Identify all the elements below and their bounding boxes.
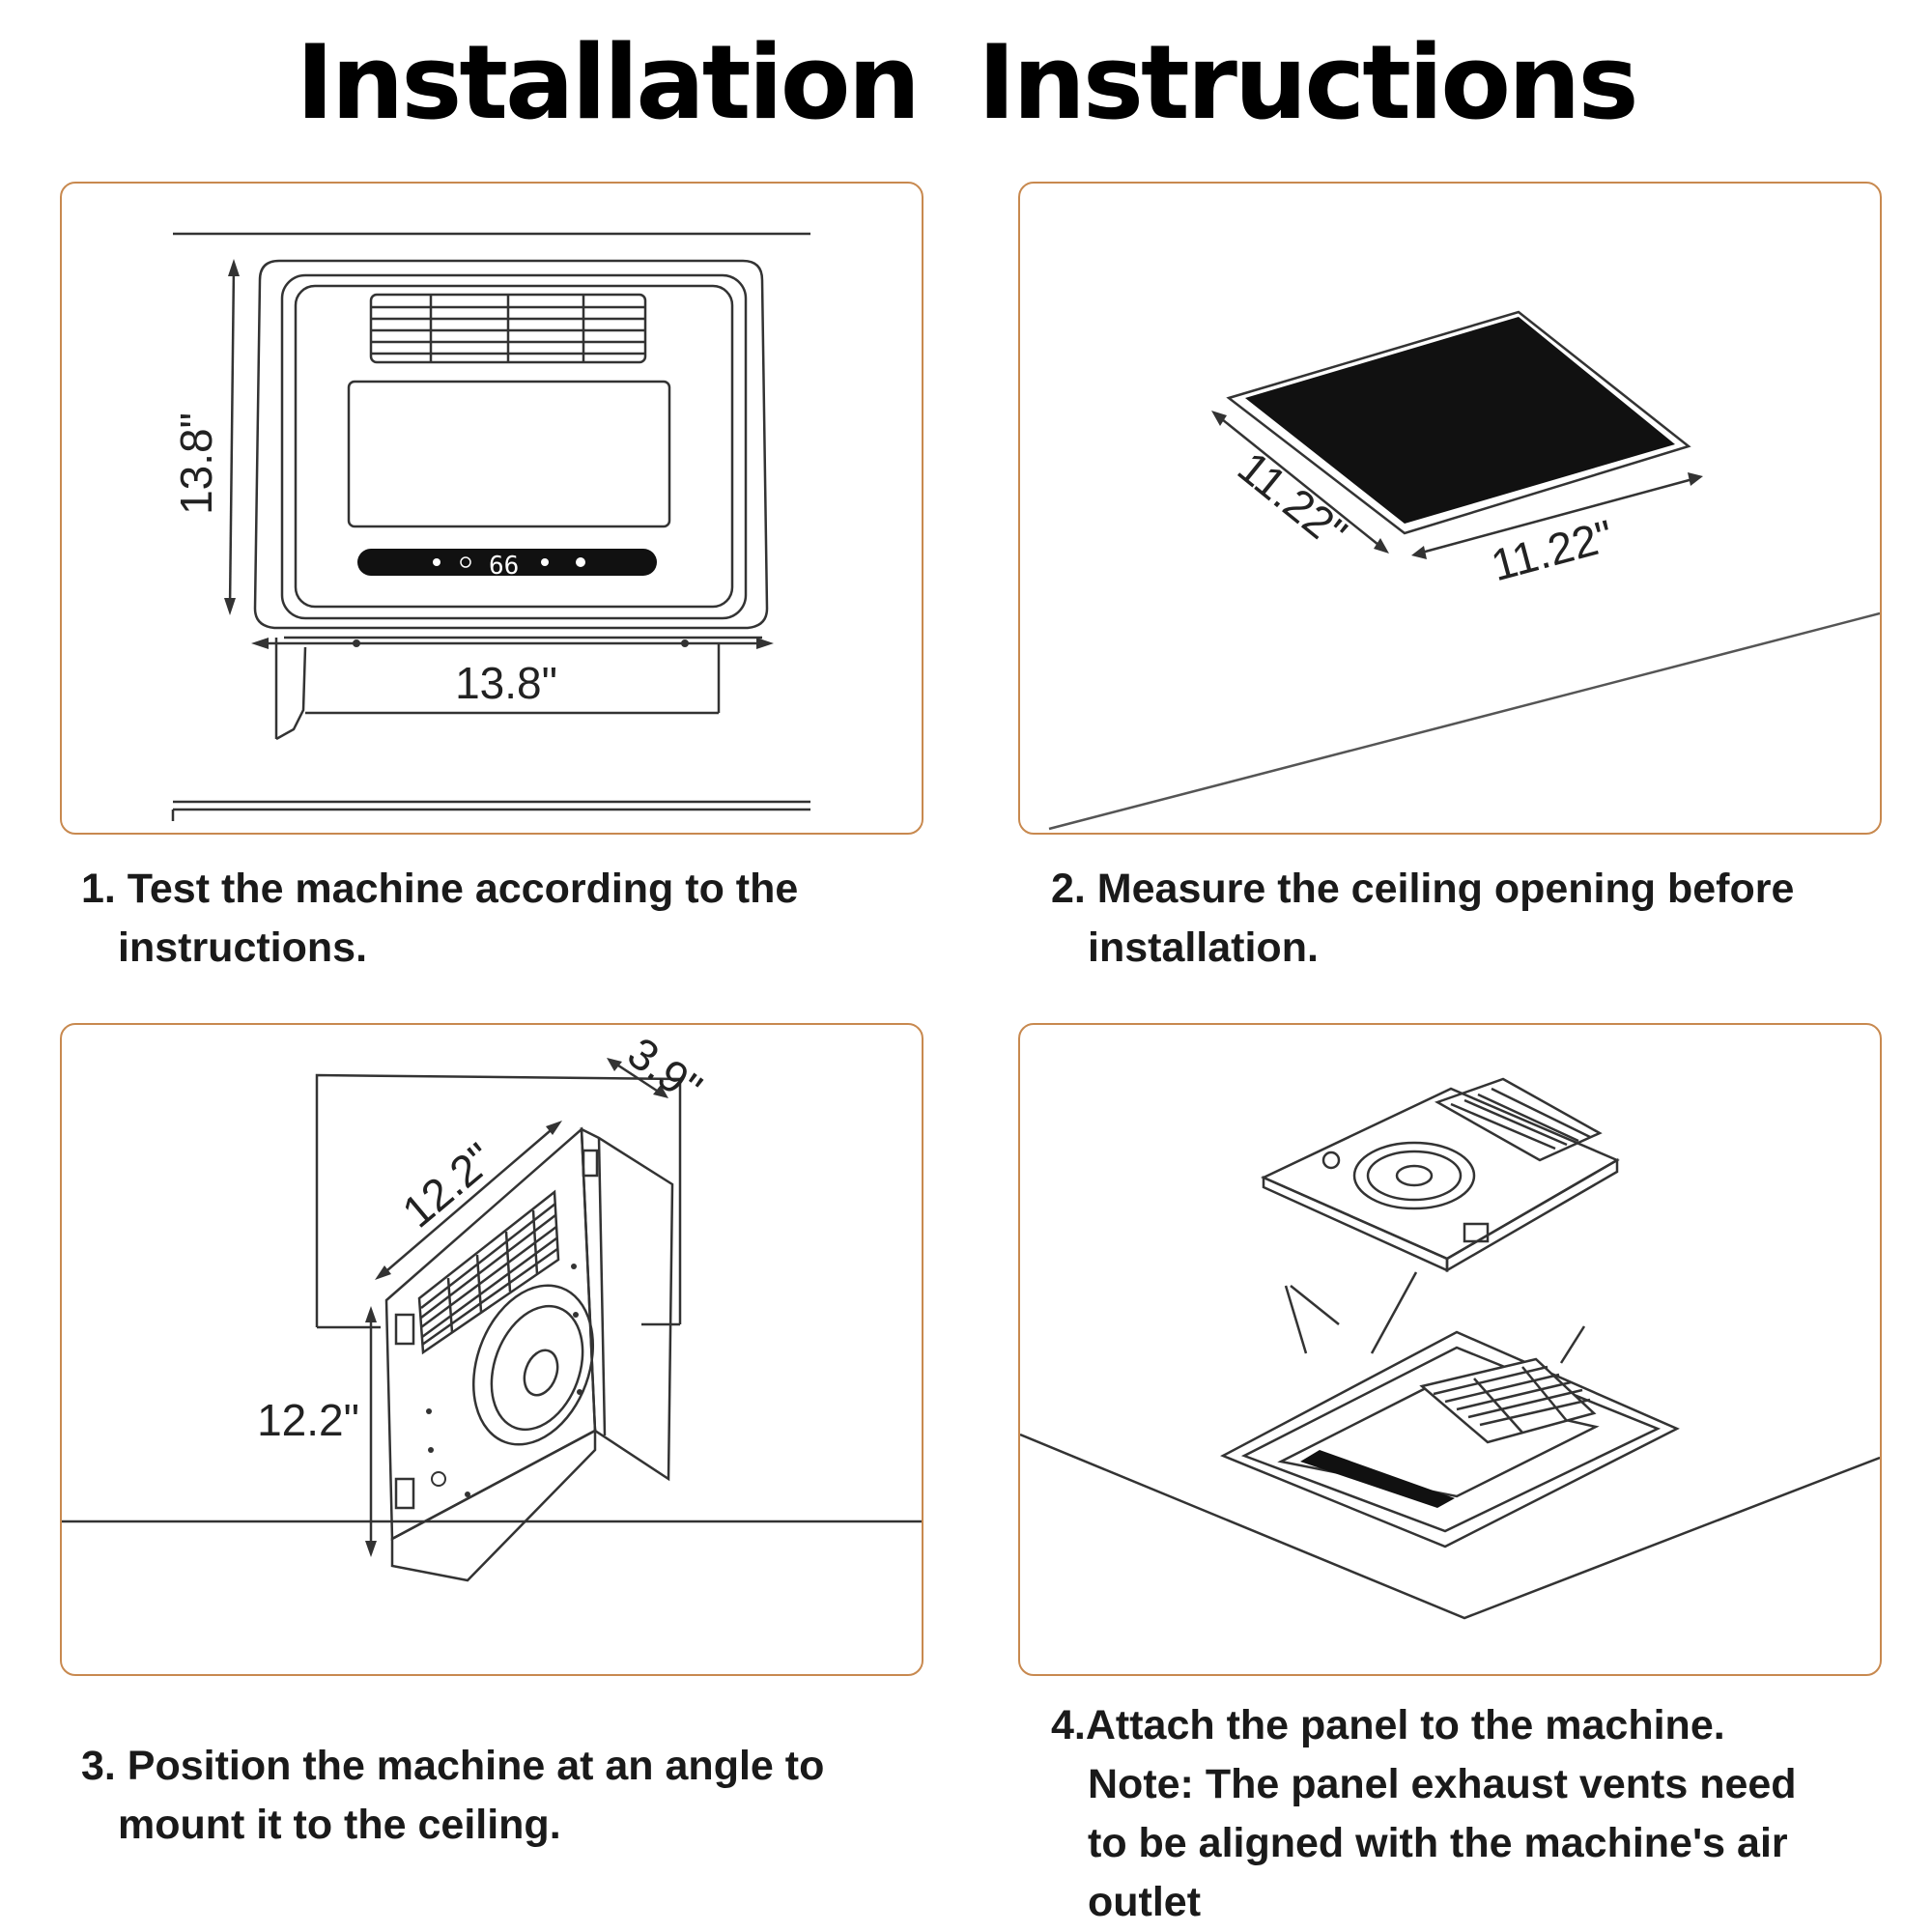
step-4-note-line-1: Note: The panel exhaust vents need [1088,1761,1797,1807]
step-2-line-2: installation. [1088,924,1319,971]
page-title: Installation Instructions [296,23,1638,142]
control-strip [357,549,657,576]
width-dimension: 11.22" [1486,510,1618,590]
panel-attach-drawing [1020,1077,1880,1620]
step-1-line-1: 1. Test the machine according to the [81,866,799,912]
step-2-line-1: 2. Measure the ceiling opening before [1051,866,1795,912]
step-1-caption: 1. Test the machine according to the ins… [81,860,951,978]
angled-mount-drawing: 12.2" 3.9" 12.2" [62,1027,922,1582]
side-length-dimension: 12.2" [257,1395,359,1445]
fan-icon [541,558,549,566]
humidity-icon [433,558,440,566]
step-4-illustration [1018,1023,1882,1676]
step-3-illustration: 12.2" 3.9" 12.2" [60,1023,923,1676]
ceiling-opening [1245,317,1675,524]
light-icon [576,557,585,567]
step-3-caption: 3. Position the machine at an angle to m… [81,1737,951,1855]
power-icon [460,556,471,568]
step-4-note-line-2: to be aligned with the machine's air [1088,1820,1788,1866]
top-length-dimension: 12.2" [392,1133,503,1237]
step-3-line-1: 3. Position the machine at an angle to [81,1743,825,1789]
step-4-line-1: 4.Attach the panel to the machine. [1051,1702,1725,1748]
front-view-drawing: 66 13.8" 13.8" [171,232,810,821]
step-1-line-2: instructions. [118,924,368,971]
height-dimension: 13.8" [171,412,221,515]
step-2-illustration: 11.22" 11.22" [1018,182,1882,835]
step-4-caption: 4.Attach the panel to the machine. Note:… [1051,1696,1920,1932]
width-dimension: 13.8" [455,658,557,708]
thickness-dimension: 3.9" [619,1027,712,1113]
ceiling-opening-drawing: 11.22" 11.22" [1048,310,1880,831]
step-3-line-2: mount it to the ceiling. [118,1802,561,1848]
step-2-caption: 2. Measure the ceiling opening before in… [1051,860,1920,978]
display-readout: 66 [489,552,519,581]
panel-control-strip [1300,1450,1455,1508]
step-4-note-line-3: outlet [1088,1879,1202,1925]
step-1-illustration: 66 13.8" 13.8" [60,182,923,835]
